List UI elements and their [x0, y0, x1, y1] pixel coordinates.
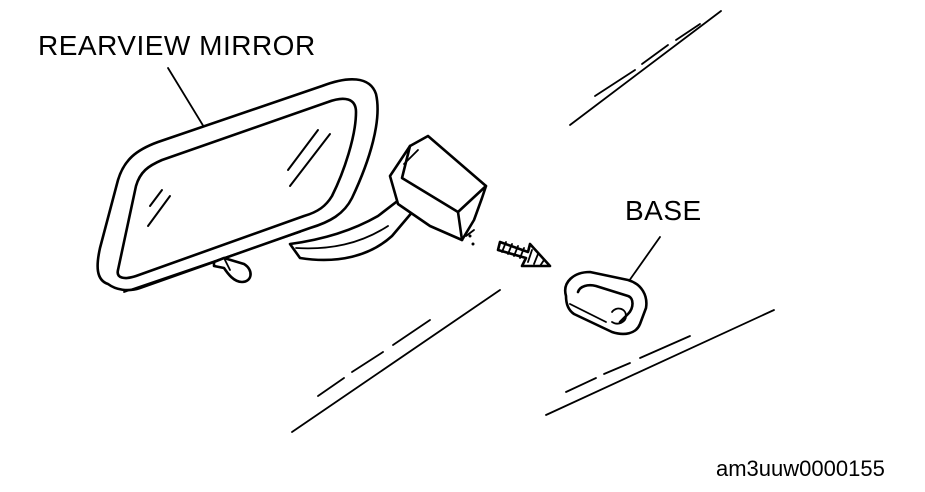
- windshield-lines-lower-left: [291, 289, 501, 433]
- figure-code-label: am3uuw0000155: [716, 456, 885, 481]
- base-label: BASE: [625, 195, 702, 226]
- stray-dot: [468, 234, 472, 238]
- hatched-arrow-icon: [496, 240, 552, 268]
- windshield-lines-lower-right: [545, 309, 775, 416]
- windshield-lines-upper: [569, 10, 722, 126]
- rearview-mirror: [96, 77, 488, 293]
- stray-dot: [471, 242, 475, 246]
- rearview-mirror-label: REARVIEW MIRROR: [38, 30, 316, 61]
- mirror-leader-line: [167, 67, 208, 133]
- mirror-base: [563, 270, 648, 336]
